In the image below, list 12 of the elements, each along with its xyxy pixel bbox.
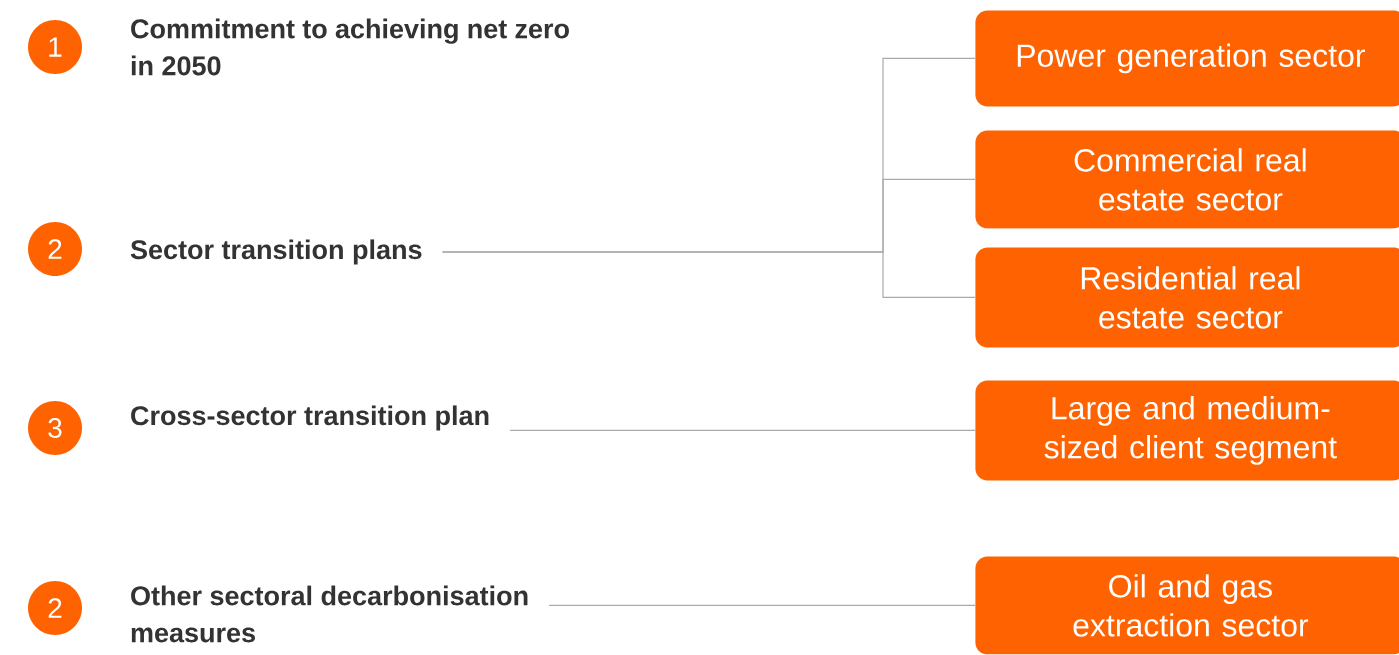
sector-box: Commercial real estate sector xyxy=(975,130,1399,229)
connector-line xyxy=(441,251,976,298)
heading-text: Commitment to achieving net zero in 2050 xyxy=(131,18,569,76)
sector-box: Power generation sector xyxy=(975,10,1399,107)
heading-text: Cross-sector transition plan xyxy=(131,405,489,431)
connector-line xyxy=(548,604,976,606)
sector-box: Residential real estate sector xyxy=(975,247,1399,348)
sector-box: Large and medium-sized client segment xyxy=(975,380,1399,481)
heading-text: Other sectoral decarbonisation measures xyxy=(131,585,528,643)
heading-text: Sector transition plans xyxy=(130,239,422,265)
sector-box: Oil and gas extraction sector xyxy=(975,556,1399,655)
connector-line xyxy=(509,429,976,431)
